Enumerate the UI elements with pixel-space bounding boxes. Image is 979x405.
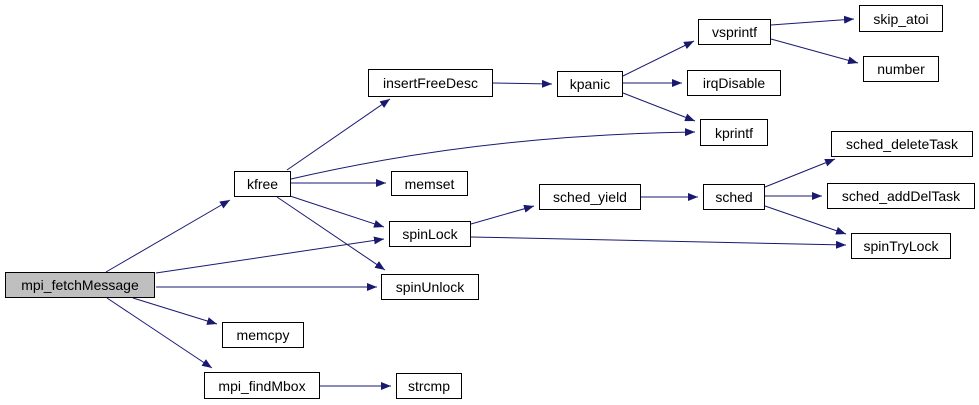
node-kprintf[interactable]: kprintf — [700, 119, 768, 146]
edge-mpi_fetchMessage-to-kfree — [105, 199, 231, 273]
node-label: kprintf — [714, 124, 754, 141]
node-label: spinTryLock — [863, 238, 939, 254]
edge-kpanic-to-vsprintf — [622, 40, 695, 77]
edge-kfree-to-spinUnlock — [276, 196, 386, 271]
node-strcmp[interactable]: strcmp — [396, 373, 462, 399]
node-mpi_findMbox[interactable]: mpi_findMbox — [204, 372, 320, 399]
node-sched_addDelTask[interactable]: sched_addDelTask — [827, 183, 975, 209]
node-memset[interactable]: memset — [391, 171, 468, 196]
edge-mpi_fetchMessage-to-spinLock — [155, 236, 385, 274]
node-label: vsprintf — [711, 24, 758, 40]
edge-kfree-to-insertFreeDesc — [286, 98, 391, 171]
node-memcpy[interactable]: memcpy — [222, 322, 304, 348]
node-skip_atoi[interactable]: skip_atoi — [859, 5, 943, 32]
edge-vsprintf-to-skip_atoi — [770, 15, 855, 26]
node-label: spinUnlock — [395, 279, 465, 295]
node-label: kpanic — [569, 76, 611, 92]
edge-kpanic-to-kprintf — [622, 92, 696, 122]
edge-kfree-to-spinLock — [289, 195, 385, 228]
edge-spinLock-to-spinTryLock — [470, 236, 847, 249]
node-label: sched_yield — [553, 189, 627, 205]
edge-insertFreeDesc-to-kpanic — [492, 79, 553, 88]
node-label: mpi_fetchMessage — [21, 277, 139, 293]
node-label: sched — [715, 189, 753, 205]
node-label: skip_atoi — [873, 10, 929, 27]
node-label: memcpy — [236, 327, 290, 343]
node-insertFreeDesc[interactable]: insertFreeDesc — [368, 69, 493, 97]
node-kpanic[interactable]: kpanic — [557, 71, 623, 97]
node-spinUnlock[interactable]: spinUnlock — [381, 274, 479, 300]
node-spinTryLock[interactable]: spinTryLock — [851, 233, 951, 259]
node-label: number — [877, 61, 925, 77]
node-kfree[interactable]: kfree — [234, 171, 291, 197]
node-label: sched_addDelTask — [841, 188, 961, 204]
node-spinLock[interactable]: spinLock — [389, 221, 471, 247]
edge-sched-to-spinTryLock — [764, 205, 847, 235]
edge-sched-to-sched_deleteTask — [764, 158, 836, 188]
edge-kfree-to-kprintf — [290, 128, 696, 180]
node-label: mpi_findMbox — [218, 377, 306, 394]
node-sched_deleteTask[interactable]: sched_deleteTask — [831, 131, 973, 157]
node-label: irqDisable — [702, 75, 766, 91]
edge-group — [105, 15, 859, 390]
edge-mpi_fetchMessage-to-memcpy — [132, 297, 218, 325]
node-irqDisable[interactable]: irqDisable — [687, 70, 781, 96]
node-sched_yield[interactable]: sched_yield — [539, 184, 641, 210]
node-mpi_fetchMessage: mpi_fetchMessage — [5, 272, 155, 298]
edge-spinLock-to-sched_yield — [470, 204, 535, 225]
edge-mpi_fetchMessage-to-mpi_findMbox — [106, 297, 213, 369]
node-sched[interactable]: sched — [703, 184, 765, 210]
node-label: sched_deleteTask — [845, 136, 959, 152]
edge-vsprintf-to-number — [770, 38, 859, 65]
node-label: kfree — [246, 176, 279, 192]
node-label: insertFreeDesc — [383, 75, 478, 91]
node-number[interactable]: number — [863, 56, 939, 82]
node-label: spinLock — [402, 226, 458, 242]
node-label: strcmp — [408, 378, 450, 394]
node-label: memset — [404, 175, 455, 192]
node-vsprintf[interactable]: vsprintf — [698, 19, 771, 45]
